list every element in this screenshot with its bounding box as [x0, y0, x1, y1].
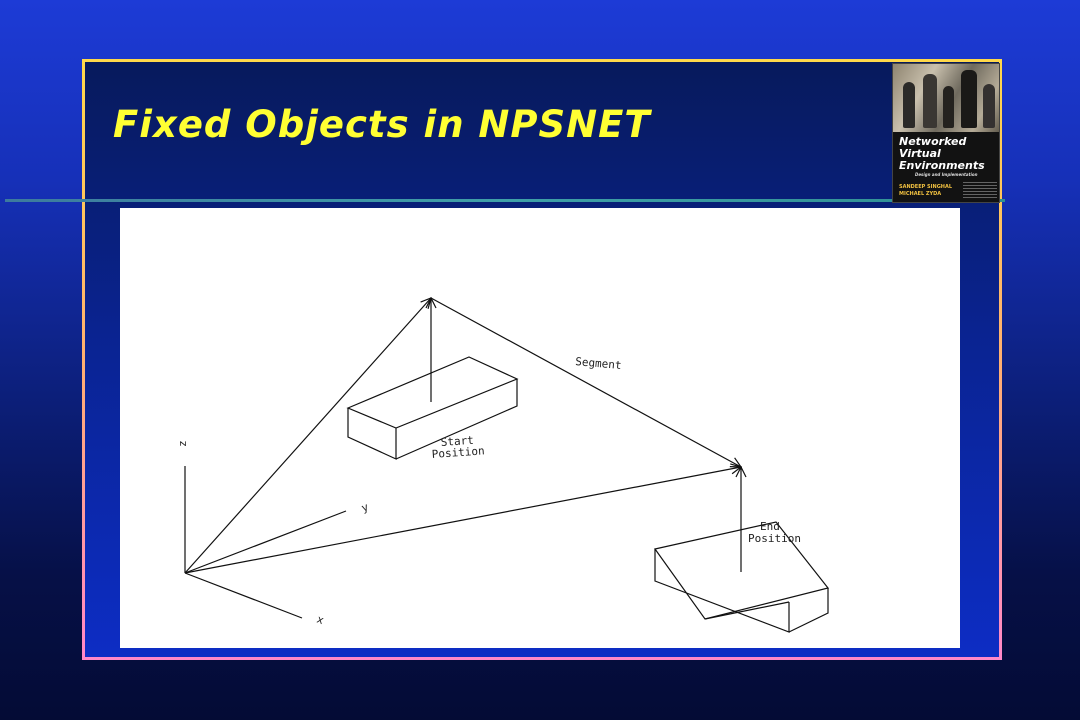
origin-to-end-vector [184, 467, 741, 574]
slide-title: Fixed Objects in NPSNET [113, 103, 651, 146]
book-author-2: MICHAEL ZYDA [899, 191, 942, 197]
book-title-line-2: Virtual [899, 147, 941, 160]
segment-vector [430, 297, 741, 467]
book-title-line-3: Environments [899, 159, 985, 172]
origin-to-start-vector [184, 298, 431, 574]
diagram-svg: Segment Start Position End Position z y … [176, 208, 830, 633]
book-cover-photo [893, 64, 999, 132]
end-position-label-line-2: Position [748, 532, 801, 545]
book-cover-image: Networked Virtual Environments Design an… [892, 63, 1000, 203]
book-author-1: SANDEEP SINGHAL [899, 184, 953, 190]
axis-y-line [184, 510, 347, 574]
axis-x-label: x [315, 613, 326, 628]
axis-x-line [184, 572, 303, 619]
title-underline-rule [5, 199, 1005, 202]
start-position-box [346, 356, 519, 460]
book-quote-blurb [963, 182, 997, 200]
book-title-line-1: Networked [899, 135, 967, 148]
start-position-label-line-1: Start [440, 434, 474, 449]
end-position-label-line-1: End [760, 520, 780, 533]
book-subtitle: Design and Implementation [915, 172, 978, 177]
segment-label: Segment [575, 355, 622, 372]
end-position-box [653, 521, 830, 633]
axis-y-label: y [360, 500, 371, 515]
axis-z-label: z [176, 440, 189, 447]
start-position-label-line-2: Position [431, 444, 485, 461]
diagram-canvas: Segment Start Position End Position z y … [120, 208, 960, 648]
